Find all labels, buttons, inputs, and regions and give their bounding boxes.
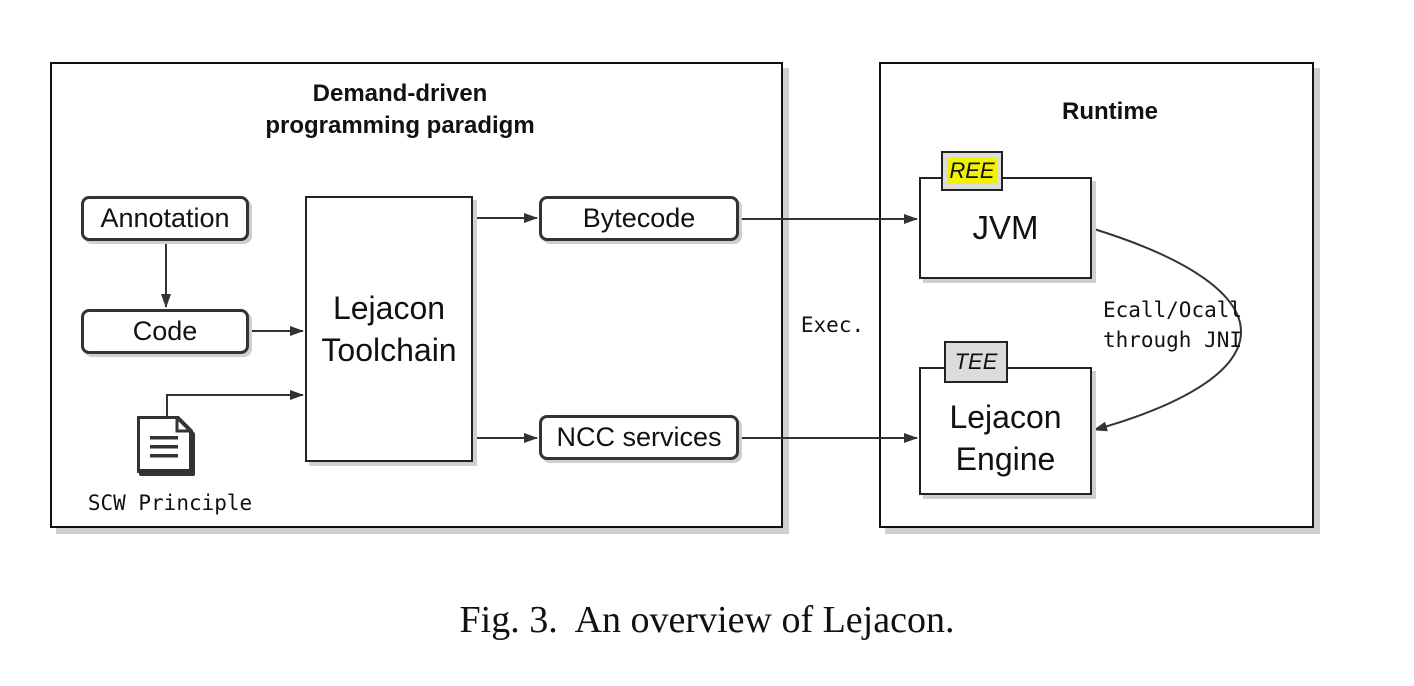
lejacon-engine-box: Lejacon Engine	[919, 367, 1092, 495]
panel-title-line1: Demand-driven	[312, 80, 488, 107]
toolchain-label-line1: Lejacon	[332, 290, 446, 326]
ncc-services-box: NCC services	[539, 415, 739, 460]
code-box: Code	[81, 309, 249, 354]
ree-tag: REE	[941, 151, 1003, 191]
ree-tag-label: REE	[947, 158, 997, 184]
annotation-box: Annotation	[81, 196, 249, 241]
toolchain-label-line2: Toolchain	[321, 332, 457, 368]
scw-principle-label: SCW Principle	[87, 491, 253, 515]
runtime-panel-title: Runtime	[1062, 98, 1158, 125]
figure-caption: Fig. 3. An overview of Lejacon.	[459, 599, 955, 641]
bytecode-box: Bytecode	[539, 196, 739, 241]
ecall-ocall-curve-arrow	[1080, 220, 1242, 432]
tee-tag-label: TEE	[954, 349, 998, 374]
ecall-label-line2: through JNI	[1102, 328, 1243, 352]
tee-tag: TEE	[944, 341, 1008, 383]
panel-title-line2: programming paradigm	[265, 112, 535, 139]
scw-to-toolchain-arrow	[166, 390, 304, 418]
demand-driven-panel-title: Demand-driven programming paradigm	[200, 78, 600, 142]
exec-label: Exec.	[800, 313, 865, 337]
ecall-ocall-label: Ecall/Ocall through JNI	[1090, 295, 1255, 355]
lejacon-toolchain-box: Lejacon Toolchain	[305, 196, 473, 462]
jvm-box: JVM	[919, 177, 1092, 279]
engine-label-line1: Lejacon	[949, 399, 1062, 435]
document-icon	[137, 416, 195, 476]
ecall-label-line1: Ecall/Ocall	[1102, 298, 1243, 322]
engine-label-line2: Engine	[955, 441, 1056, 477]
